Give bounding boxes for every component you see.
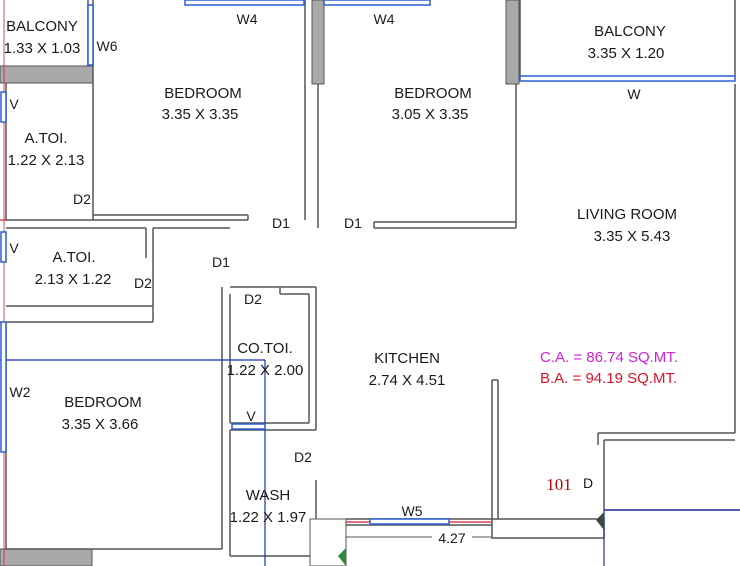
room-name-kitchen: KITCHEN (374, 350, 440, 367)
window-w6 (87, 4, 94, 66)
label-v2: V (9, 240, 19, 256)
label-v1: V (9, 96, 19, 112)
window-w2 (0, 321, 7, 453)
windows (0, 0, 736, 525)
window-w5 (369, 518, 450, 525)
walls (5, 0, 740, 557)
room-name-balcony-right: BALCONY (594, 23, 666, 40)
room-size-bedroom-3: 3.35 X 3.66 (62, 416, 139, 433)
room-name-atoi-1: A.TOI. (24, 130, 67, 147)
room-size-living: 3.35 X 5.43 (594, 228, 671, 245)
label-w5: W5 (402, 503, 423, 519)
room-size-kitchen: 2.74 X 4.51 (369, 372, 446, 389)
dimension-value: 4.27 (438, 530, 465, 546)
vent-v1 (0, 91, 7, 123)
label-w6: W6 (97, 38, 118, 54)
room-size-bedroom-2: 3.05 X 3.35 (392, 106, 469, 123)
room-name-bedroom-2: BEDROOM (394, 85, 472, 102)
room-labels: BALCONY 1.33 X 1.03 BEDROOM 3.35 X 3.35 … (4, 18, 677, 526)
room-name-balcony-left: BALCONY (6, 18, 78, 35)
vent-v3 (231, 423, 266, 430)
window-w4-a (184, 0, 305, 6)
room-name-atoi-2: A.TOI. (52, 249, 95, 266)
label-d1-a: D1 (272, 215, 290, 231)
column (311, 0, 325, 85)
room-name-bedroom-3: BEDROOM (64, 394, 142, 411)
room-size-wash: 1.22 X 1.97 (230, 509, 307, 526)
label-v3: V (246, 408, 256, 424)
room-size-balcony-left: 1.33 X 1.03 (4, 40, 81, 57)
label-w2: W2 (10, 384, 31, 400)
label-d1-b: D1 (344, 215, 362, 231)
room-size-balcony-right: 3.35 X 1.20 (588, 45, 665, 62)
label-w: W (627, 86, 641, 102)
label-d1-c: D1 (212, 254, 230, 270)
room-name-bedroom-1: BEDROOM (164, 85, 242, 102)
room-size-atoi-1: 1.22 X 2.13 (8, 152, 85, 169)
room-size-cotoi: 1.22 X 2.00 (227, 362, 304, 379)
room-name-wash: WASH (246, 487, 290, 504)
label-d2-b: D2 (134, 275, 152, 291)
window-w (519, 75, 736, 82)
door-stubs (247, 215, 604, 566)
label-d2-a: D2 (73, 191, 91, 207)
label-d2-d: D2 (294, 449, 312, 465)
flat-number: 101 (546, 475, 572, 494)
vent-v2 (0, 231, 7, 263)
label-d-main: D (583, 475, 593, 491)
column (0, 548, 93, 566)
area-summary: C.A. = 86.74 SQ.MT. B.A. = 94.19 SQ.MT. … (540, 349, 678, 494)
label-w4-b: W4 (374, 11, 395, 27)
room-name-cotoi: CO.TOI. (237, 340, 293, 357)
label-d2-c: D2 (244, 291, 262, 307)
column (505, 0, 520, 85)
carpet-area: C.A. = 86.74 SQ.MT. (540, 349, 678, 366)
column (0, 65, 94, 84)
built-area: B.A. = 94.19 SQ.MT. (540, 370, 677, 387)
room-size-atoi-2: 2.13 X 1.22 (35, 271, 112, 288)
room-name-living: LIVING ROOM (577, 206, 677, 223)
room-size-bedroom-1: 3.35 X 3.35 (162, 106, 239, 123)
label-w4-a: W4 (237, 11, 258, 27)
opening-labels: W4 W4 W6 W W2 W5 V V V D2 D2 D2 D2 D1 D1… (9, 11, 641, 546)
window-w4-b (323, 0, 431, 6)
